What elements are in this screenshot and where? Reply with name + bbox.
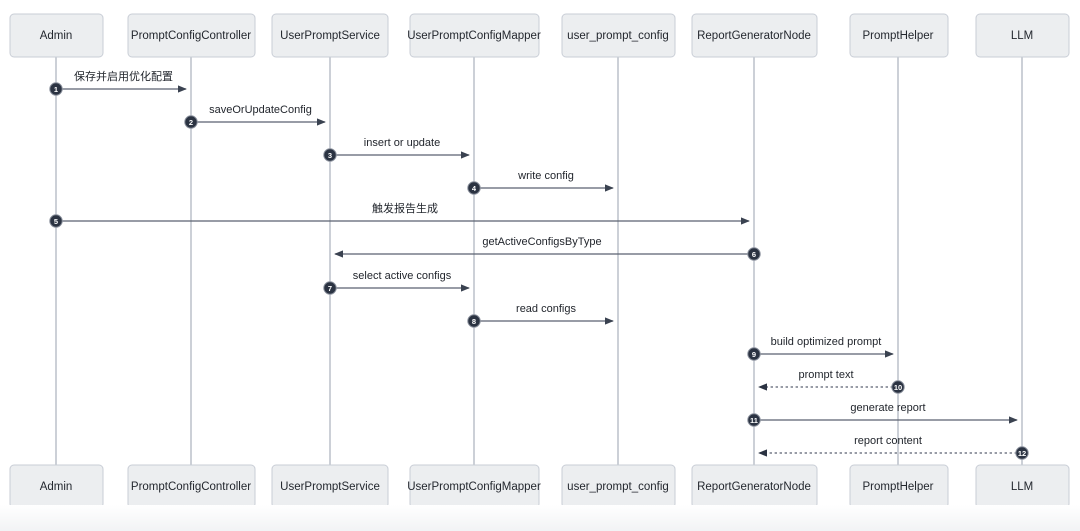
participant-promptconfigcontroller-top[interactable]: PromptConfigController [127,13,256,58]
message-8: read configs 8 [467,303,614,328]
participant-label: PromptHelper [863,30,934,42]
sequence-number: 1 [54,85,58,94]
message-7: select active configs 7 [323,270,470,295]
participant-user_prompt_config-bottom[interactable]: user_prompt_config [561,464,676,509]
sequence-marker [747,413,761,427]
sequence-number: 9 [752,350,756,359]
participant-label: UserPromptConfigMapper [407,30,541,42]
participant-userpromptconfigmapper-top[interactable]: UserPromptConfigMapper [407,13,541,58]
participant-label: user_prompt_config [567,481,669,493]
sequence-marker [184,115,198,129]
sequence-marker [323,281,337,295]
message-label: report content [854,435,922,447]
sequence-marker [467,314,481,328]
message-label: generate report [850,402,925,414]
sequence-number: 8 [472,317,476,326]
participant-user_prompt_config-top[interactable]: user_prompt_config [561,13,676,58]
participant-label: LLM [1011,481,1033,493]
sequence-number: 6 [752,250,756,259]
participant-box [9,13,104,58]
message-6: getActiveConfigsByType 6 [334,236,761,261]
sequence-marker [49,214,63,228]
sequence-number: 5 [54,217,58,226]
participant-label: UserPromptService [280,30,380,42]
message-label: saveOrUpdateConfig [209,104,312,116]
participant-box [849,13,949,58]
participant-userpromptservice-top[interactable]: UserPromptService [271,13,389,58]
participant-admin-bottom[interactable]: Admin [9,464,104,509]
participant-box [127,13,256,58]
participant-label: Admin [40,30,73,42]
participant-label: ReportGeneratorNode [697,30,811,42]
participant-box [409,13,540,58]
participant-label: PromptHelper [863,481,934,493]
sequence-marker [1015,446,1029,460]
participant-label: LLM [1011,30,1033,42]
participant-label: ReportGeneratorNode [697,481,811,493]
participant-box [975,13,1070,58]
message-label: 保存并启用优化配置 [74,69,173,83]
sequence-number: 12 [1018,449,1026,458]
participant-llm-top[interactable]: LLM [975,13,1070,58]
participant-label: user_prompt_config [567,30,669,42]
message-label: 触发报告生成 [372,201,438,215]
participant-reportgeneratornode-bottom[interactable]: ReportGeneratorNode [691,464,818,509]
sequence-number: 3 [328,151,332,160]
sequence-marker [49,82,63,96]
participant-llm-bottom[interactable]: LLM [975,464,1070,509]
participant-box [271,13,389,58]
participant-label: PromptConfigController [131,30,251,42]
participant-box [561,13,676,58]
actors-bottom-group: Admin PromptConfigController UserPromptSer… [9,464,1070,509]
participant-label: UserPromptConfigMapper [407,481,541,493]
message-9: build optimized prompt 9 [747,336,894,361]
sequence-number: 4 [472,184,477,193]
participant-admin-top[interactable]: Admin [9,13,104,58]
sequence-number: 2 [189,118,193,127]
message-5: 触发报告生成 5 [49,201,750,228]
message-11: generate report 11 [747,402,1018,427]
sequence-marker [323,148,337,162]
message-3: insert or update 3 [323,137,470,162]
sequence-marker [891,380,905,394]
message-label: select active configs [353,270,452,282]
participant-prompthelper-top[interactable]: PromptHelper [849,13,949,58]
sequence-number: 10 [894,383,902,392]
message-2: saveOrUpdateConfig 2 [184,104,326,129]
messages-group: 保存并启用优化配置 1 saveOrUpdateConfig 2 insert or u… [49,69,1029,460]
participant-prompthelper-bottom[interactable]: PromptHelper [849,464,949,509]
participant-userpromptservice-bottom[interactable]: UserPromptService [271,464,389,509]
message-label: prompt text [798,369,853,381]
message-label: build optimized prompt [771,336,882,348]
message-label: write config [517,170,574,182]
participant-label: UserPromptService [280,481,380,493]
message-4: write config 4 [467,170,614,195]
message-1: 保存并启用优化配置 1 [49,69,187,96]
participant-userpromptconfigmapper-bottom[interactable]: UserPromptConfigMapper [407,464,541,509]
sequence-marker [747,247,761,261]
message-label: insert or update [364,137,440,149]
participant-reportgeneratornode-top[interactable]: ReportGeneratorNode [691,13,818,58]
actors-top-group: Admin PromptConfigController UserPromptSer… [9,13,1070,58]
participant-label: PromptConfigController [131,481,251,493]
participant-box [691,13,818,58]
participant-label: Admin [40,481,73,493]
sequence-number: 11 [750,416,758,425]
message-label: getActiveConfigsByType [482,236,601,248]
message-label: read configs [516,303,576,315]
participant-promptconfigcontroller-bottom[interactable]: PromptConfigController [127,464,256,509]
sequence-number: 7 [328,284,332,293]
message-10: prompt text 10 [758,369,905,394]
sequence-marker [467,181,481,195]
message-12: report content 12 [758,435,1029,460]
sequence-marker [747,347,761,361]
